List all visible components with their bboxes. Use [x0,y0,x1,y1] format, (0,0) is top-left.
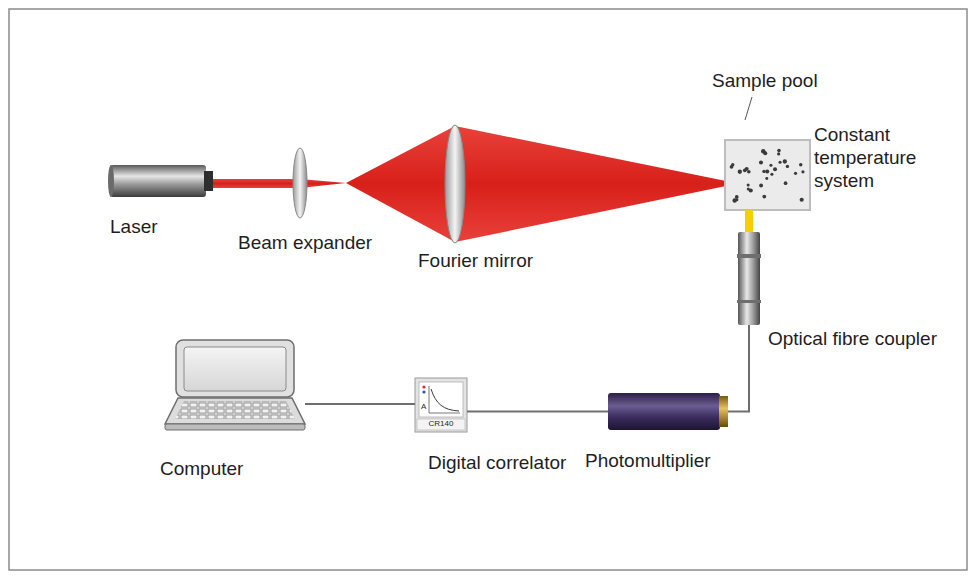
fourier-lens [445,125,465,243]
focused-beam [455,126,726,242]
device-label: Digital correlator [428,452,566,475]
expanded-beam [346,126,455,242]
fourier-mirror-node: Fourier mirror [445,124,465,244]
leader-line [745,97,752,120]
correlator-symbol [415,378,467,432]
device-label: Beam expander [238,232,372,255]
laser-node: Laser [110,165,213,197]
frame [9,9,967,570]
device-label: Constant temperature system [814,124,939,192]
sample-pool-node: Sample poolConstant temperature system [725,140,810,210]
panel-text: CR140 [417,419,465,429]
photomultiplier-symbol [608,393,728,430]
fibre-coupler-symbol [737,232,761,325]
panel-text: A [421,402,426,412]
laser-beam [212,179,346,188]
sample-cell [725,140,810,210]
device-label: Photomultiplier [585,450,711,473]
correlator-node: ACR140Digital correlator [415,378,467,432]
laptop-symbol [165,340,305,430]
photomultiplier-node: Photomultiplier [608,393,728,430]
fibre-coupler-node: Optical fibre coupler [738,232,760,325]
signal-cable [467,411,608,413]
device-label: Optical fibre coupler [768,328,937,351]
device-label: Laser [110,216,158,239]
device-label: Sample pool [712,70,818,93]
signal-cable [305,403,415,405]
particles [730,149,805,203]
scattered-light [745,210,753,233]
computer-node: Computer [165,340,305,430]
signal-cable [728,325,749,412]
expander-lens [293,148,307,218]
device-label: Fourier mirror [418,250,533,273]
beam-expander-node: Beam expander [293,148,307,218]
laser-symbol [108,165,213,197]
device-label: Computer [160,458,243,481]
